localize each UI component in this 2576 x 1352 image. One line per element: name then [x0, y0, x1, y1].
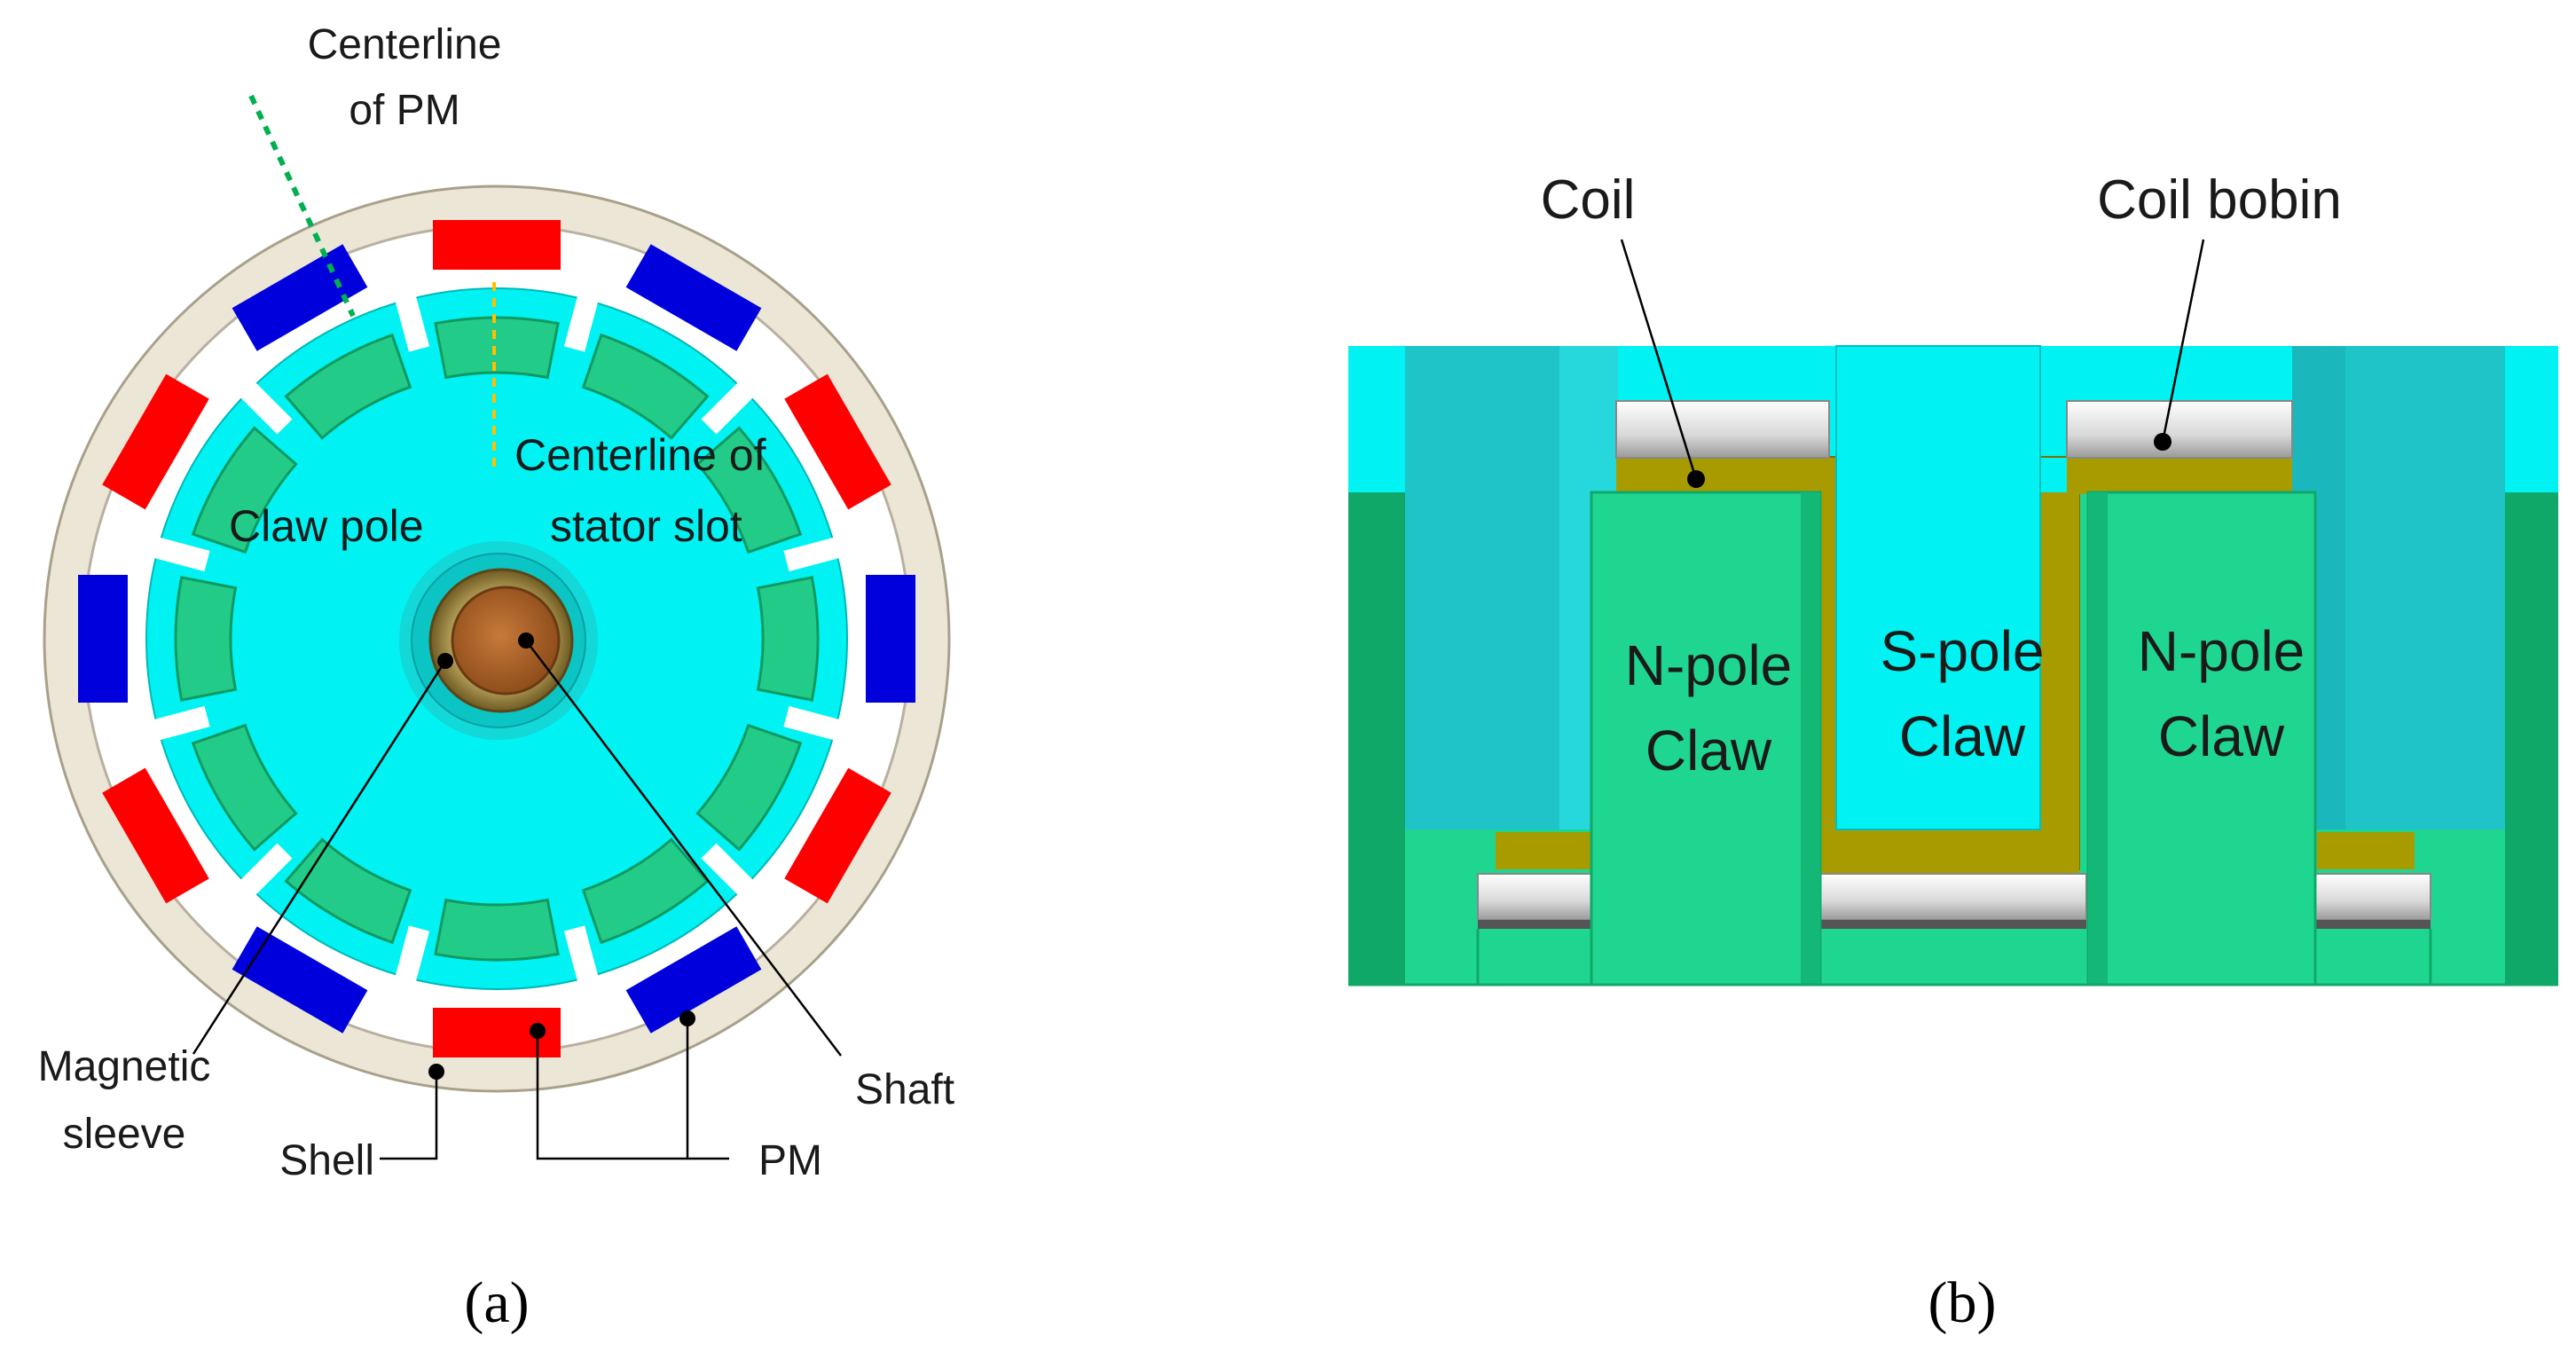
bobin-shadow-left — [1478, 920, 1591, 929]
stator-slot — [563, 925, 600, 985]
n-pole-right-label-2: Claw — [2158, 704, 2285, 768]
pm-magnet — [784, 767, 891, 904]
claw-tip — [174, 576, 238, 702]
stator-slot — [151, 705, 210, 742]
leader-dots-b — [1687, 433, 2172, 488]
claw-tip — [581, 333, 710, 440]
stator-slot — [701, 843, 756, 898]
shaft-label: Shaft — [855, 1066, 954, 1113]
n-pole-claw-left — [1590, 491, 1822, 986]
claw-tip — [434, 898, 560, 962]
bobin-bottom-center — [1819, 873, 2087, 921]
shell-label: Shell — [279, 1137, 374, 1184]
pm-magnet — [102, 373, 209, 510]
pm-magnet — [625, 244, 762, 351]
stator-slot — [394, 293, 430, 352]
stator-slot — [394, 925, 430, 985]
coil-bottom-left — [1496, 832, 1591, 869]
stator-slot — [238, 843, 293, 898]
right-cyan-col — [2345, 346, 2505, 829]
pm-magnet — [433, 220, 561, 270]
centerline-slot-label-1: Centerline of — [514, 430, 766, 480]
coil-bottom-right — [2317, 832, 2415, 869]
bobin-top-left — [1615, 400, 1830, 459]
bobin-shadow-right — [2313, 920, 2431, 929]
leader-dots-a — [428, 633, 695, 1080]
stator-slots — [151, 293, 843, 985]
claw-tip — [581, 837, 710, 945]
bobin-shadow-center — [1820, 920, 2086, 929]
claw-tip — [434, 316, 560, 380]
panel-a: Centerline of PM Claw pole Centerline of… — [38, 21, 954, 1335]
stator-slot — [238, 380, 293, 435]
s-pole-claw — [1835, 345, 2041, 830]
n-pole-left-label-1: N-pole — [1625, 633, 1793, 697]
left-green-col — [1348, 492, 1405, 985]
leader-lines-b — [1620, 239, 2205, 480]
lower-body-lines — [1348, 929, 2558, 986]
pm-magnet — [232, 926, 368, 1034]
bobin-bottom-left — [1477, 873, 1592, 921]
coil-label: Coil — [1541, 169, 1636, 231]
n-pole-claw-right — [2086, 491, 2317, 986]
bobin-top-right — [2066, 400, 2293, 459]
claw-tip — [191, 723, 298, 852]
pm-magnet — [784, 373, 891, 510]
shaft — [451, 586, 561, 696]
pm-magnet — [102, 767, 209, 904]
magnetic-sleeve-label-2: sleeve — [63, 1111, 186, 1158]
coil-bobin-label: Coil bobin — [2097, 169, 2342, 231]
n-pole-claw-right-edge — [2088, 492, 2108, 985]
claw-tip — [695, 723, 803, 852]
n-pole-right-label-1: N-pole — [2138, 619, 2305, 683]
caption-b: (b) — [1928, 1270, 1997, 1335]
claw-tip — [191, 426, 298, 554]
stator-slot — [701, 380, 756, 435]
left-cyan-col — [1405, 346, 1559, 829]
claw-tip — [284, 333, 412, 440]
pm-magnet — [866, 575, 915, 703]
panel-b: Coil Coil bobin N-pole Claw S-pole Claw … — [1348, 169, 2558, 1335]
s-pole-label-2: Claw — [1899, 704, 2026, 768]
leader-lines-a — [192, 640, 842, 1160]
coil-right-top — [2067, 457, 2292, 494]
pm-magnet — [78, 575, 128, 703]
stator-slot — [783, 705, 843, 742]
coil-left-top — [1616, 457, 1829, 494]
s-pole-label-1: S-pole — [1881, 619, 2045, 683]
claw-tip — [756, 576, 820, 702]
centerline-pm-label-1: Centerline — [308, 21, 502, 68]
pm-centerline — [248, 94, 356, 318]
stator-slot — [783, 536, 843, 572]
right-green-col — [2505, 492, 2558, 985]
claw-tips — [174, 316, 820, 962]
claw-pole-label: Claw pole — [229, 501, 424, 551]
stator-slot — [563, 293, 600, 352]
pm-label: PM — [758, 1137, 822, 1184]
claw-tip — [695, 426, 803, 554]
bobin-bottom-right — [2313, 873, 2431, 921]
stator-slot — [151, 536, 210, 572]
pm-magnet — [625, 926, 762, 1034]
centerline-pm-label-2: of PM — [349, 87, 459, 134]
caption-a: (a) — [464, 1270, 529, 1335]
claw-tip — [284, 837, 412, 945]
n-pole-left-label-2: Claw — [1645, 719, 1772, 782]
n-pole-claw-left-edge — [1801, 492, 1820, 985]
magnetic-sleeve-label-1: Magnetic — [38, 1043, 211, 1090]
centerline-slot-label-2: stator slot — [550, 501, 742, 551]
